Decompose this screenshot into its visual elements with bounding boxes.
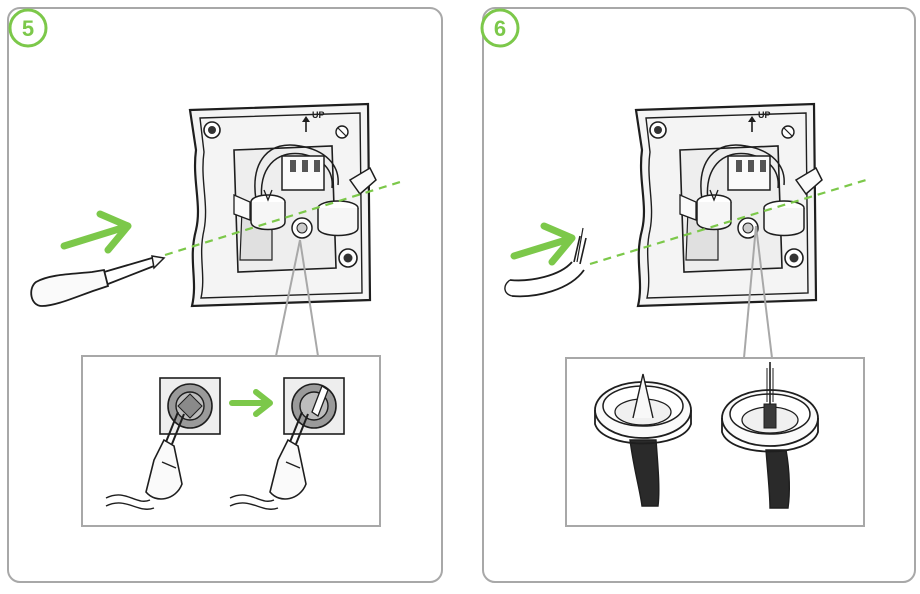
arrow-right-icon: [510, 222, 576, 266]
callout-line-right: [755, 225, 773, 359]
up-label: UP: [758, 110, 771, 120]
step-6-badge: 6: [480, 8, 520, 48]
step-5-badge: 5: [8, 8, 48, 48]
wall-plate-back-icon: UP: [188, 102, 378, 308]
step-5-number: 5: [22, 16, 34, 41]
arrow-right-icon: [229, 389, 273, 417]
callout-line-left: [743, 225, 757, 359]
up-label: UP: [312, 110, 325, 120]
insertion-guide-line: [589, 178, 867, 266]
callout-line-left: [275, 239, 301, 357]
grommet-icon: [721, 362, 819, 509]
panel-step-5: 5 UP: [7, 7, 443, 583]
screwdriver-icon: [30, 255, 166, 307]
knockout-membrane-icon: [283, 377, 345, 435]
panel-step-6: 6 UP: [480, 7, 916, 583]
detail-callout-box: [565, 357, 865, 527]
callout-line-right: [299, 239, 319, 357]
arrow-right-icon: [60, 210, 132, 254]
grommet-icon: [594, 373, 692, 507]
knockout-membrane-icon: [159, 377, 221, 435]
cable-icon: [504, 227, 587, 298]
wall-plate-back-icon: UP: [634, 102, 824, 308]
step-6-number: 6: [494, 16, 506, 41]
